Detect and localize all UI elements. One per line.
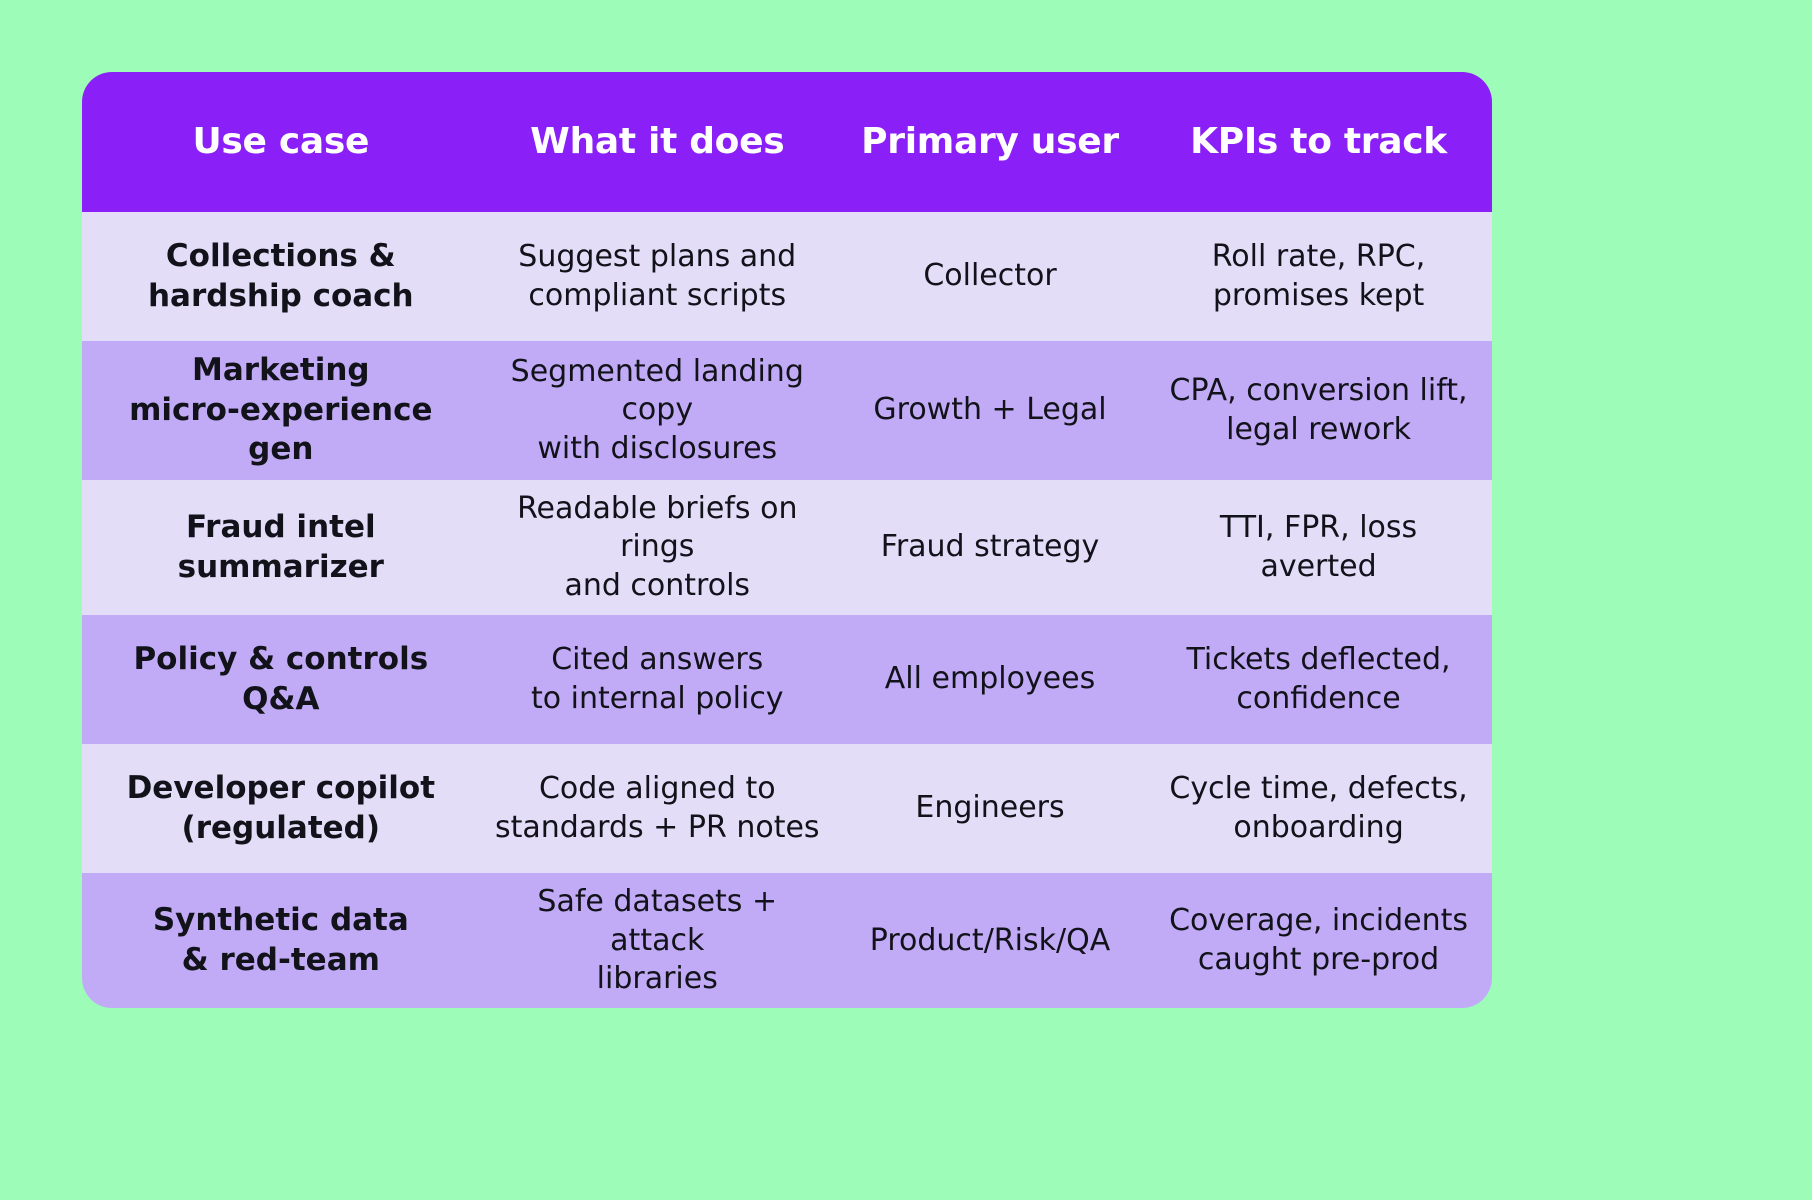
cell-line: summarizer [177,548,384,585]
cell-line: Developer copilot [126,770,436,807]
cell-line: caught pre-prod [1197,941,1440,977]
cell-line: Growth + Legal [873,392,1107,428]
cell-use-case: Collections &hardship coach [82,227,480,326]
cell-line: and controls [564,567,751,603]
cell-line: Safe datasets + attack [537,884,778,958]
cell-line: Suggest plans and [518,239,797,275]
cell-line: Cited answers [551,642,764,678]
cell-primary-user: Fraud strategy [835,518,1145,576]
cell-line: Code aligned to [538,771,776,807]
cell-line: compliant scripts [528,277,787,313]
table-row: Developer copilot(regulated)Code aligned… [82,744,1492,874]
cell-line: Product/Risk/QA [869,922,1111,958]
cell-line: libraries [596,960,718,996]
cell-primary-user: Growth + Legal [835,381,1145,439]
use-case-table-card: Use case What it does Primary user KPIs … [82,72,1492,1009]
cell-line: micro-experience gen [129,391,433,468]
cell-kpis: Tickets deflected,confidence [1145,631,1492,728]
cell-kpis: Roll rate, RPC,promises kept [1145,228,1492,325]
cell-use-case: Synthetic data& red-team [82,891,480,990]
cell-line: All employees [884,661,1096,697]
cell-line: Fraud intel [185,508,376,545]
cell-line: Tickets deflected, [1186,642,1451,678]
column-header-primary-user: Primary user [861,121,1119,163]
cell-primary-user: Engineers [835,779,1145,837]
cell-primary-user: All employees [835,650,1145,708]
cell-line: onboarding [1233,809,1404,845]
cell-line: Q&A [242,680,320,717]
cell-line: Synthetic data [152,902,409,939]
cell-line: Coverage, incidents [1169,903,1468,939]
table-header-row: Use case What it does Primary user KPIs … [82,72,1492,212]
cell-line: Engineers [915,790,1065,826]
cell-line: & red-team [181,941,380,978]
cell-line: legal rework [1226,411,1411,447]
cell-kpis: TTI, FPR, loss averted [1145,499,1492,596]
cell-use-case: Developer copilot(regulated) [82,759,480,858]
column-header-use-case: Use case [192,121,370,163]
cell-line: Fraud strategy [880,529,1100,565]
cell-kpis: CPA, conversion lift,legal rework [1145,362,1492,459]
cell-line: hardship coach [147,277,414,314]
cell-line: Roll rate, RPC, [1211,239,1426,275]
cell-primary-user: Product/Risk/QA [835,912,1145,970]
cell-line: Collections & [165,237,396,274]
cell-line: standards + PR notes [494,809,820,845]
cell-line: Cycle time, defects, [1169,771,1468,807]
cell-line: CPA, conversion lift, [1169,373,1468,409]
cell-line: Segmented landing copy [510,353,804,428]
cell-line: TTI, FPR, loss averted [1219,510,1418,584]
cell-line: confidence [1236,680,1401,716]
cell-line: Policy & controls [133,641,429,678]
column-header-what-it-does: What it does [530,121,785,163]
cell-kpis: Cycle time, defects,onboarding [1145,760,1492,857]
cell-line: Collector [923,258,1057,294]
cell-line: Marketing [192,352,370,388]
cell-line: (regulated) [181,809,381,846]
cell-line: with disclosures [537,430,778,466]
cell-line: Readable briefs on rings [517,491,798,565]
column-header-kpis-to-track: KPIs to track [1190,121,1447,163]
cell-line: to internal policy [530,680,784,716]
cell-primary-user: Collector [835,247,1145,305]
cell-line: promises kept [1212,277,1425,313]
